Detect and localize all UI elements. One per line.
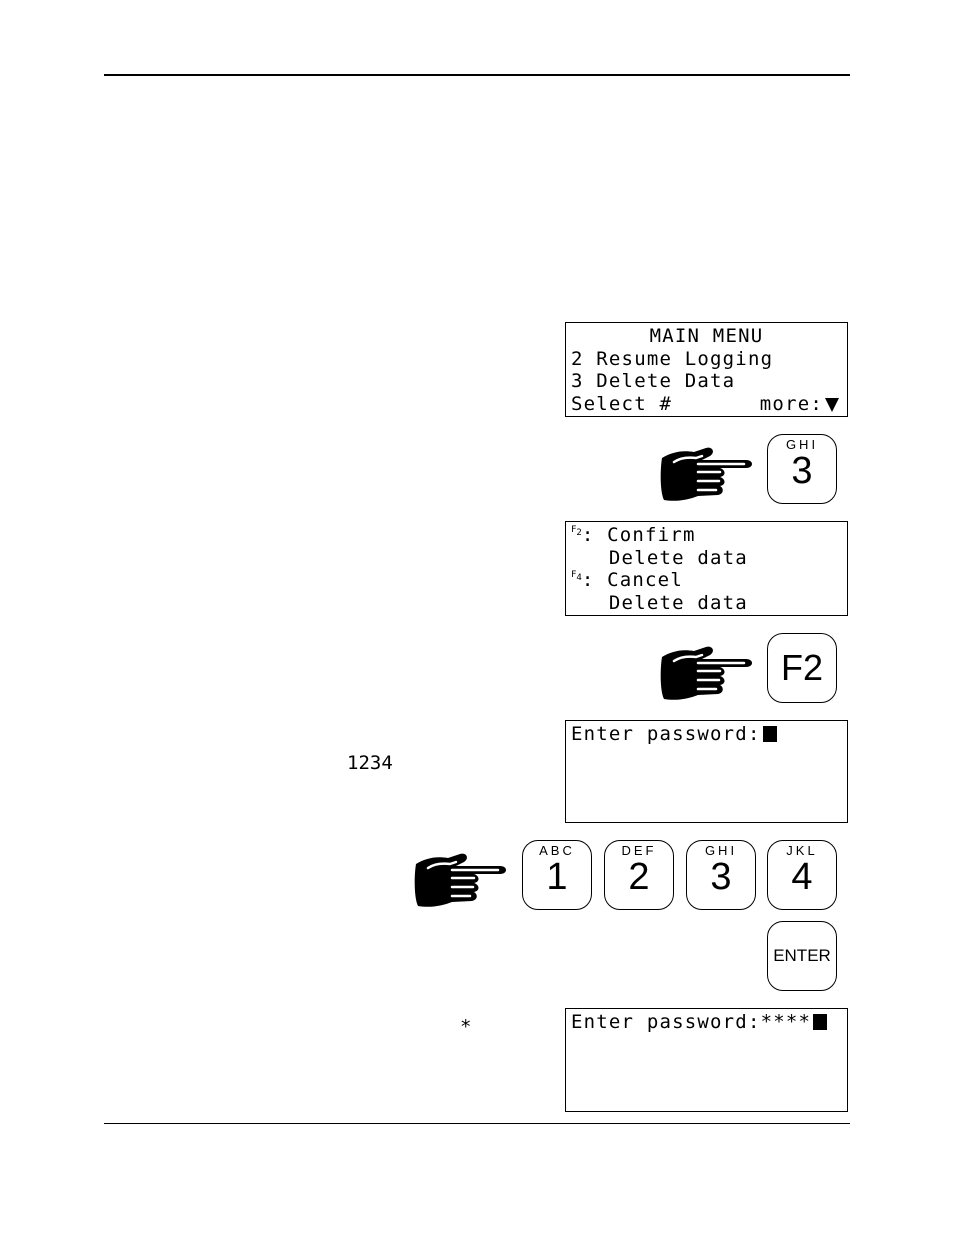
password-filled-line: Enter password:**** bbox=[571, 1011, 847, 1034]
cursor-block bbox=[762, 726, 777, 742]
menu-footer: Select # more: bbox=[571, 393, 847, 416]
cancel-subline: Delete data bbox=[571, 591, 748, 614]
key-enter[interactable]: ENTER bbox=[767, 921, 837, 991]
header-rule bbox=[104, 74, 850, 76]
key-4[interactable]: JKL 4 bbox=[767, 840, 837, 910]
key-3[interactable]: GHI 3 bbox=[767, 434, 837, 504]
f2-label: F2 bbox=[571, 525, 582, 538]
select-prompt: Select # bbox=[571, 392, 673, 415]
password-prompt-line: Enter password: bbox=[571, 723, 847, 746]
key-letters: GHI bbox=[785, 437, 819, 452]
confirm-subline: Delete data bbox=[571, 546, 748, 569]
pointing-hand-icon bbox=[414, 853, 506, 907]
key-number: 2 bbox=[628, 856, 650, 898]
lcd-password-empty: Enter password: bbox=[565, 720, 848, 823]
key-number: 3 bbox=[791, 450, 813, 492]
key-2[interactable]: DEF 2 bbox=[604, 840, 674, 910]
key-number: 3 bbox=[710, 856, 732, 898]
footer-rule bbox=[104, 1123, 850, 1124]
key-letters: ABC bbox=[539, 843, 575, 858]
f4-label: F4 bbox=[571, 570, 582, 583]
key-3[interactable]: GHI 3 bbox=[686, 840, 756, 910]
key-letters: GHI bbox=[704, 843, 738, 858]
menu-title: MAIN MENU bbox=[649, 325, 764, 347]
masked-password: **** bbox=[760, 1011, 812, 1033]
password-value-text: 1234 bbox=[347, 752, 393, 774]
menu-item-resume-logging: 2 Resume Logging bbox=[571, 347, 774, 370]
key-number: 4 bbox=[791, 856, 813, 898]
pointing-hand-icon bbox=[660, 447, 752, 501]
cursor-block bbox=[813, 1014, 828, 1030]
key-1[interactable]: ABC 1 bbox=[522, 840, 592, 910]
menu-item-delete-data: 3 Delete Data bbox=[571, 370, 736, 392]
lcd-password-filled: Enter password:**** bbox=[565, 1008, 848, 1112]
key-f2[interactable]: F2 bbox=[767, 633, 837, 703]
key-label: F2 bbox=[780, 647, 823, 688]
more-indicator: more: bbox=[760, 393, 839, 416]
lcd-confirm-delete: F2: Confirm Delete data F4: Cancel Delet… bbox=[565, 521, 848, 616]
asterisk-text: * bbox=[460, 1016, 472, 1038]
key-number: 1 bbox=[546, 856, 568, 898]
key-letters: DEF bbox=[621, 843, 657, 858]
confirm-line: F2: Confirm bbox=[571, 524, 696, 546]
down-triangle-icon bbox=[825, 397, 839, 412]
lcd-main-menu: MAIN MENU 2 Resume Logging 3 Delete Data… bbox=[565, 322, 848, 417]
key-letters: JKL bbox=[786, 843, 818, 858]
key-label: ENTER bbox=[773, 946, 831, 965]
pointing-hand-icon bbox=[660, 646, 752, 700]
cancel-line: F4: Cancel bbox=[571, 569, 683, 591]
